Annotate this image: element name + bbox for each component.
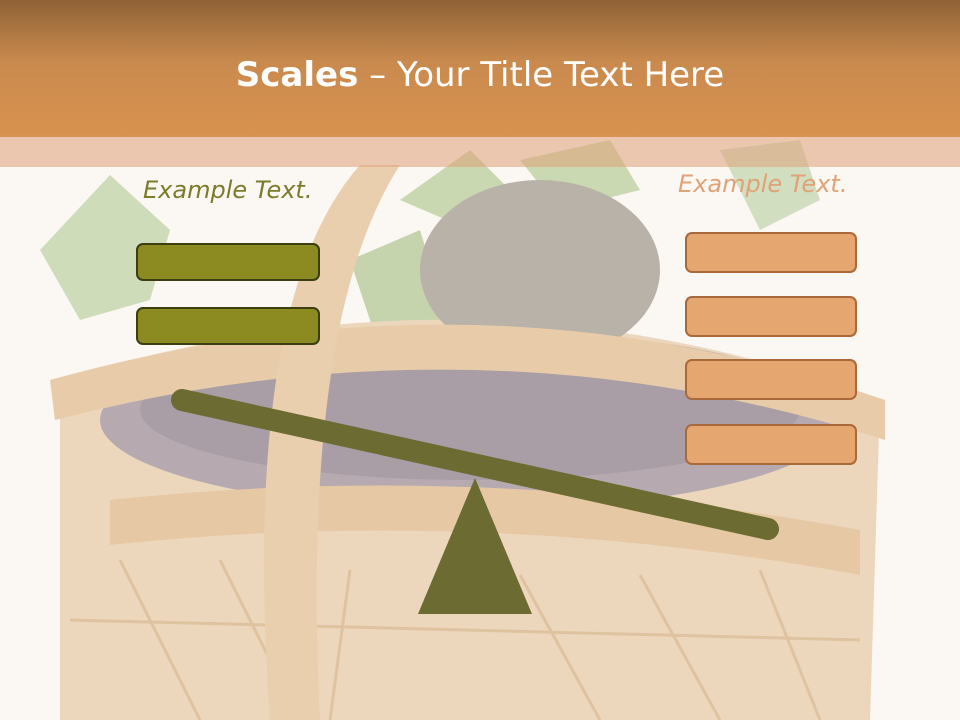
- right-text-box-3[interactable]: [685, 359, 857, 400]
- title-header-bar: [0, 0, 960, 137]
- title-rest: – Your Title Text Here: [358, 55, 725, 95]
- left-text-box-1[interactable]: [136, 243, 320, 281]
- scale-beam: [171, 389, 779, 540]
- left-text-box-2[interactable]: [136, 307, 320, 345]
- right-label[interactable]: Example Text.: [678, 170, 848, 198]
- right-text-box-2[interactable]: [685, 296, 857, 337]
- title-bold: Scales: [235, 55, 359, 95]
- slide-title[interactable]: Scales – Your Title Text Here: [0, 54, 960, 96]
- right-text-box-4[interactable]: [685, 424, 857, 465]
- scale-fulcrum: [418, 478, 532, 614]
- left-label[interactable]: Example Text.: [143, 176, 313, 204]
- header-band: [0, 137, 960, 167]
- right-text-box-1[interactable]: [685, 232, 857, 273]
